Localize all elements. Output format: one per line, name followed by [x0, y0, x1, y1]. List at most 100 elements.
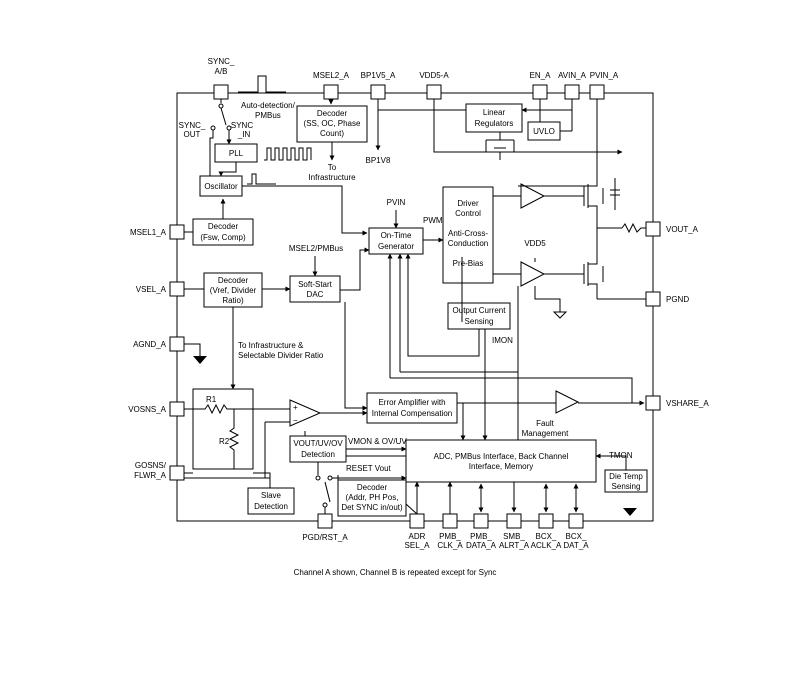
pin-pvin-a-label: PVIN_A [590, 71, 619, 80]
pin-agnd-a-label: AGND_A [133, 340, 167, 349]
driver-line-5: Pre-Bias [453, 259, 484, 268]
pin-msel2-a-label: MSEL2_A [313, 71, 350, 80]
sense-amp-plus: + [293, 403, 298, 412]
sync-out-label-2: OUT [184, 130, 201, 139]
pin-en-a-label: EN_A [530, 71, 552, 80]
uvlo-label: UVLO [533, 127, 555, 136]
pin-adr-sel-a: ADR SEL_A [405, 513, 430, 550]
fault-mgmt-label-1: Fault [536, 419, 555, 428]
sync-in-label-2: _IN [237, 130, 251, 139]
decoder-addr-line-1: Decoder [357, 483, 388, 492]
to-infra-divider-label-2: Selectable Divider Ratio [238, 351, 324, 360]
adc-line-2: Interface, Memory [469, 462, 533, 471]
pin-vdd5-a-label: VDD5-A [419, 71, 449, 80]
slave-line-1: Slave [261, 491, 282, 500]
auto-detection-label-1: Auto-detection/ [241, 101, 296, 110]
ss-dac-line-1: Soft-Start [298, 280, 333, 289]
ocs-line-1: Output Current [453, 306, 507, 315]
pin-bp1v5-a: BP1V5_A [361, 71, 396, 100]
driver-line-2: Control [455, 209, 481, 218]
ss-dac-line-2: DAC [307, 290, 324, 299]
block-decoder-addr: Decoder (Addr, PH Pos, Det SYNC in/out) [337, 479, 407, 517]
fault-mgmt-label-2: Management [522, 429, 569, 438]
wires [184, 99, 646, 516]
block-driver-control: Driver Control Anti-Cross- Conduction Pr… [442, 186, 494, 284]
vshare-buffer-amp [555, 390, 580, 414]
block-decoder-vref: Decoder (Vref, Divider Ratio) [203, 272, 263, 308]
block-slave-detection: Slave Detection [247, 487, 295, 515]
pin-adr-label-1: ADR [409, 532, 426, 541]
pll-clock-waveform [264, 147, 312, 161]
to-infra-label-1: To [328, 163, 337, 172]
pin-agnd-a: AGND_A [133, 336, 185, 352]
block-die-temp-sensing: Die Temp Sensing [604, 469, 648, 493]
decoder-fsw-line-1: Decoder [208, 222, 239, 231]
pin-vosns-a-label: VOSNS_A [128, 405, 166, 414]
pin-bcx-dat-a: BCX_ DAT_A [563, 513, 589, 550]
pin-vshare-a-label: VSHARE_A [666, 399, 709, 408]
block-linear-regulators: Linear Regulators [465, 103, 523, 133]
pin-pgd-rst-a: PGD/RST_A [302, 513, 348, 542]
to-infra-label-2: Infrastructure [308, 173, 356, 182]
block-oscillator: Oscillator [199, 175, 243, 197]
decoder-vref-line-2: (Vref, Divider [210, 286, 257, 295]
to-infra-divider-label-1: To Infrastructure & [238, 341, 304, 350]
block-vout-uv-ov-detection: VOUT/UV/OV Detection [289, 435, 347, 463]
decoder-vref-line-3: Ratio) [222, 296, 244, 305]
vout-det-line-1: VOUT/UV/OV [293, 439, 343, 448]
pin-bcx-dat-label-1: BCX_ [566, 532, 587, 541]
pin-vout-a-label: VOUT_A [666, 225, 699, 234]
resistor-r1 [184, 403, 234, 415]
pin-bcx-aclk-a: BCX_ ACLK_A [531, 513, 562, 550]
decoder-addr-line-2: (Addr, PH Pos, [346, 493, 399, 502]
pin-pgnd: PGND [645, 291, 689, 307]
pin-vout-a: VOUT_A [645, 221, 699, 237]
auto-detection-label-2: PMBus [255, 111, 281, 120]
block-pll: PLL [214, 143, 258, 163]
pin-vsel-a-label: VSEL_A [136, 285, 167, 294]
pin-pgnd-label: PGND [666, 295, 689, 304]
osc-pulse-waveform [247, 173, 276, 185]
vdd5-label: VDD5 [524, 239, 546, 248]
pin-pvin-a: PVIN_A [589, 71, 619, 100]
pin-bcx-aclk-label-2: ACLK_A [531, 541, 562, 550]
r1-label: R1 [206, 395, 217, 404]
die-temp-line-1: Die Temp [609, 472, 643, 481]
decoder-fsw-line-2: (Fsw, Comp) [200, 233, 246, 242]
decoder-top-line-1: Decoder [317, 109, 348, 118]
pin-vshare-a: VSHARE_A [645, 395, 709, 411]
pin-bcx-dat-label-2: DAT_A [563, 541, 589, 550]
erramp-line-2: Internal Compensation [372, 409, 453, 418]
driver-line-3: Anti-Cross- [448, 229, 488, 238]
pin-bp1v5-a-label: BP1V5_A [361, 71, 396, 80]
sync-out-label-1: SYNC_ [179, 121, 206, 130]
msel2-pmbus-label: MSEL2/PMBus [289, 244, 343, 253]
pin-vsel-a: VSEL_A [136, 281, 185, 297]
linear-reg-line-2: Regulators [475, 119, 514, 128]
die-temp-line-2: Sensing [612, 482, 641, 491]
pin-pmb-data-a: PMB_ DATA_A [466, 513, 497, 550]
sense-amp [289, 399, 322, 427]
slave-line-2: Detection [254, 502, 288, 511]
driver-line-4: Conduction [448, 239, 488, 248]
pll-label: PLL [229, 149, 244, 158]
pin-vosns-a: VOSNS_A [128, 401, 185, 417]
block-adc-pmbus: ADC, PMBus Interface, Back Channel Inter… [405, 439, 597, 483]
vout-det-line-2: Detection [301, 450, 335, 459]
block-uvlo: UVLO [527, 121, 561, 141]
pin-pgd-rst-a-label: PGD/RST_A [302, 533, 348, 542]
reset-vout-label: RESET Vout [346, 464, 392, 473]
pin-smb-alrt-label-1: SMB_ [503, 532, 525, 541]
sense-amp-minus: − [293, 416, 298, 425]
bp1v8-label: BP1V8 [366, 156, 391, 165]
decoder-addr-line-3: Det SYNC in/out) [341, 503, 403, 512]
imon-label: IMON [492, 336, 513, 345]
pin-pmb-data-label-2: DATA_A [466, 541, 497, 550]
sync-in-label-1: SYNC [231, 121, 253, 130]
pin-msel1-a-label: MSEL1_A [130, 228, 167, 237]
block-on-time-generator: On-Time Generator [368, 227, 424, 255]
on-time-line-1: On-Time [381, 231, 412, 240]
decoder-vref-line-1: Decoder [218, 276, 249, 285]
pwm-label: PWM [423, 216, 443, 225]
